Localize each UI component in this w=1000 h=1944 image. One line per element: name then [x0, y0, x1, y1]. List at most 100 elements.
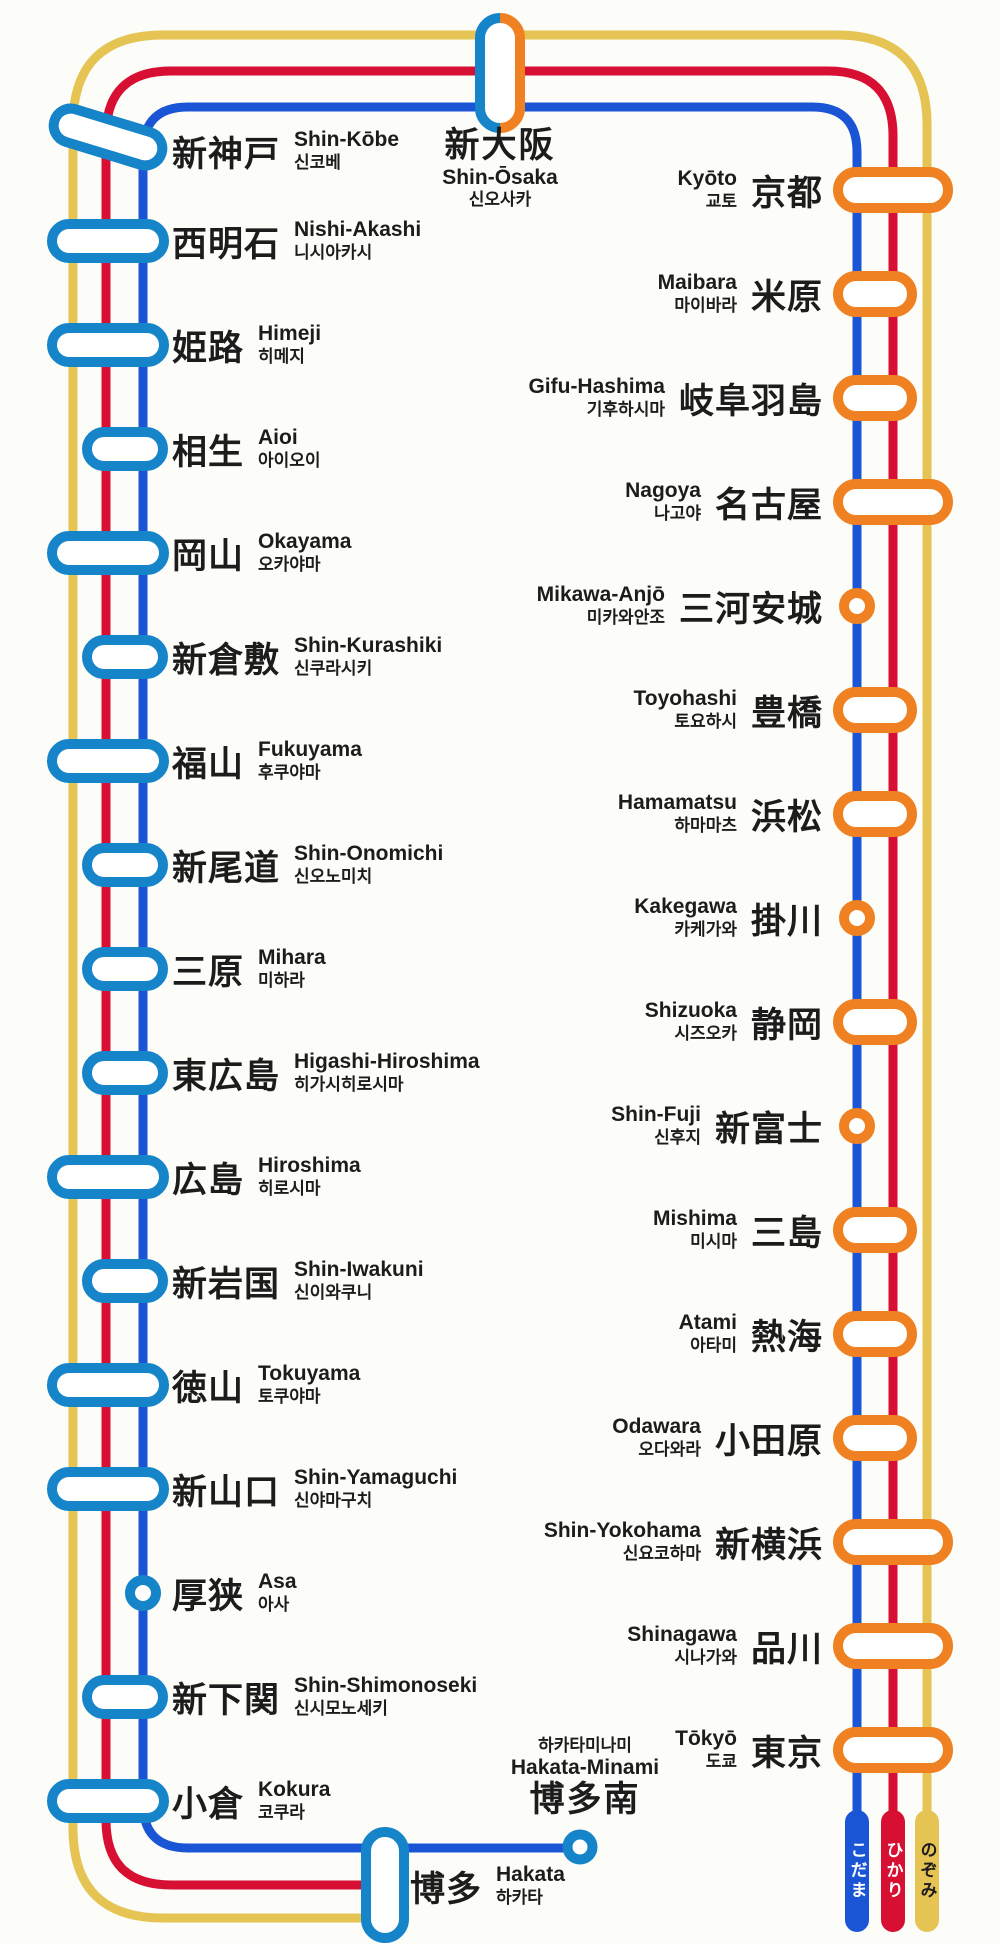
- station-kr: 히메지: [258, 347, 305, 366]
- station-kr: 미카와안조: [586, 608, 665, 627]
- station-kanji: 名古屋: [714, 485, 823, 525]
- station-en: Mikawa-Anjō: [536, 583, 665, 606]
- marker-hakata-minami: [562, 1829, 598, 1865]
- marker-higashi-hiroshima: [82, 1051, 168, 1095]
- station-sub: Mihara 미하라: [258, 946, 326, 992]
- station-sub: Hakata 하카타: [496, 1863, 565, 1909]
- station-en: Shin-Kurashiki: [294, 634, 443, 657]
- marker-hakata: [361, 1827, 409, 1943]
- station-sub: Shin-Iwakuni 신이와쿠니: [294, 1258, 424, 1304]
- station-kanji: 浜松: [750, 797, 823, 837]
- station-en: Higashi-Hiroshima: [294, 1050, 480, 1073]
- station-en: Shinagawa: [627, 1623, 737, 1646]
- marker-fukuyama: [47, 739, 169, 783]
- station-kanji: 熱海: [750, 1317, 823, 1357]
- marker-asa: [125, 1575, 161, 1611]
- station-kanji: 豊橋: [750, 693, 823, 733]
- legend-hikari: ひかり: [881, 1810, 905, 1932]
- marker-shinagawa: [833, 1623, 953, 1669]
- station-en: Hamamatsu: [617, 791, 737, 814]
- station-en: Mihara: [258, 946, 326, 969]
- station-en: Nishi-Akashi: [294, 218, 422, 241]
- station-en: Aioi: [258, 426, 298, 449]
- station-kr: 아사: [258, 1595, 290, 1614]
- station-en: Shin-Iwakuni: [294, 1258, 424, 1281]
- station-en: Atami: [678, 1311, 737, 1334]
- station-kanji: 新下関: [172, 1680, 281, 1720]
- station-en: Hakata-Minami: [510, 1755, 660, 1779]
- station-kanji: 三島: [750, 1213, 823, 1253]
- station-en: Shin-Onomichi: [294, 842, 444, 865]
- station-kr: 오카야마: [258, 555, 321, 574]
- station-en: Shin-Yokohama: [543, 1519, 701, 1542]
- station-kr: 하카타미나미: [538, 1736, 632, 1755]
- station-sub: Atami 아타미: [679, 1311, 737, 1357]
- station-kr: 신이와쿠니: [294, 1283, 373, 1302]
- station-en: Shin-Shimonoseki: [294, 1674, 478, 1697]
- station-kanji: 広島: [172, 1160, 245, 1200]
- station-kanji: 新神戸: [172, 134, 281, 174]
- marker-mishima: [833, 1207, 917, 1253]
- station-en: Tokuyama: [258, 1362, 361, 1385]
- station-kr: 신오사카: [468, 190, 532, 210]
- station-kr: 미하라: [258, 971, 305, 990]
- station-kr: 히가시히로시마: [294, 1075, 404, 1094]
- station-kanji: 掛川: [750, 901, 823, 941]
- marker-shin-yamaguchi: [47, 1467, 169, 1511]
- station-kanji: 西明石: [172, 224, 281, 264]
- station-en: Asa: [258, 1570, 297, 1593]
- station-kr: 교토: [705, 192, 737, 211]
- station-atami: Atami 아타미 熱海: [679, 1304, 823, 1364]
- nozomi-line: [68, 30, 932, 1923]
- marker-gifu-hashima: [833, 375, 917, 421]
- station-kanji: 新山口: [172, 1472, 281, 1512]
- station-sub: Shin-Yokohama 신요코하마: [544, 1519, 701, 1565]
- station-kr: 카케가와: [674, 920, 737, 939]
- marker-atami: [833, 1311, 917, 1357]
- station-kr: 아이오이: [258, 451, 321, 470]
- marker-hamamatsu: [833, 791, 917, 837]
- station-en: Okayama: [258, 530, 352, 553]
- marker-kokura: [47, 1779, 169, 1823]
- station-sub: Mikawa-Anjō 미카와안조: [537, 583, 665, 629]
- station-kr: 신쿠라시키: [294, 659, 373, 678]
- station-kr: 신요코하마: [622, 1544, 701, 1563]
- marker-aioi: [82, 427, 168, 471]
- station-kr: 미시마: [690, 1232, 737, 1251]
- station-sub: Asa 아사: [258, 1570, 297, 1616]
- marker-hiroshima: [47, 1155, 169, 1199]
- marker-shin-shimonoseki: [82, 1675, 168, 1719]
- station-en: Hiroshima: [258, 1154, 361, 1177]
- station-en: Nagoya: [625, 479, 701, 502]
- station-kanji: 三河安城: [678, 589, 823, 629]
- station-kr: 아타미: [690, 1336, 737, 1355]
- station-kanji: 小田原: [714, 1421, 823, 1461]
- station-kanji: 三原: [172, 952, 245, 992]
- station-kr: 신야마구치: [294, 1491, 373, 1510]
- station-kanji: 新横浜: [714, 1525, 823, 1565]
- station-kanji: 新富士: [714, 1109, 823, 1149]
- station-en: Maibara: [657, 271, 737, 294]
